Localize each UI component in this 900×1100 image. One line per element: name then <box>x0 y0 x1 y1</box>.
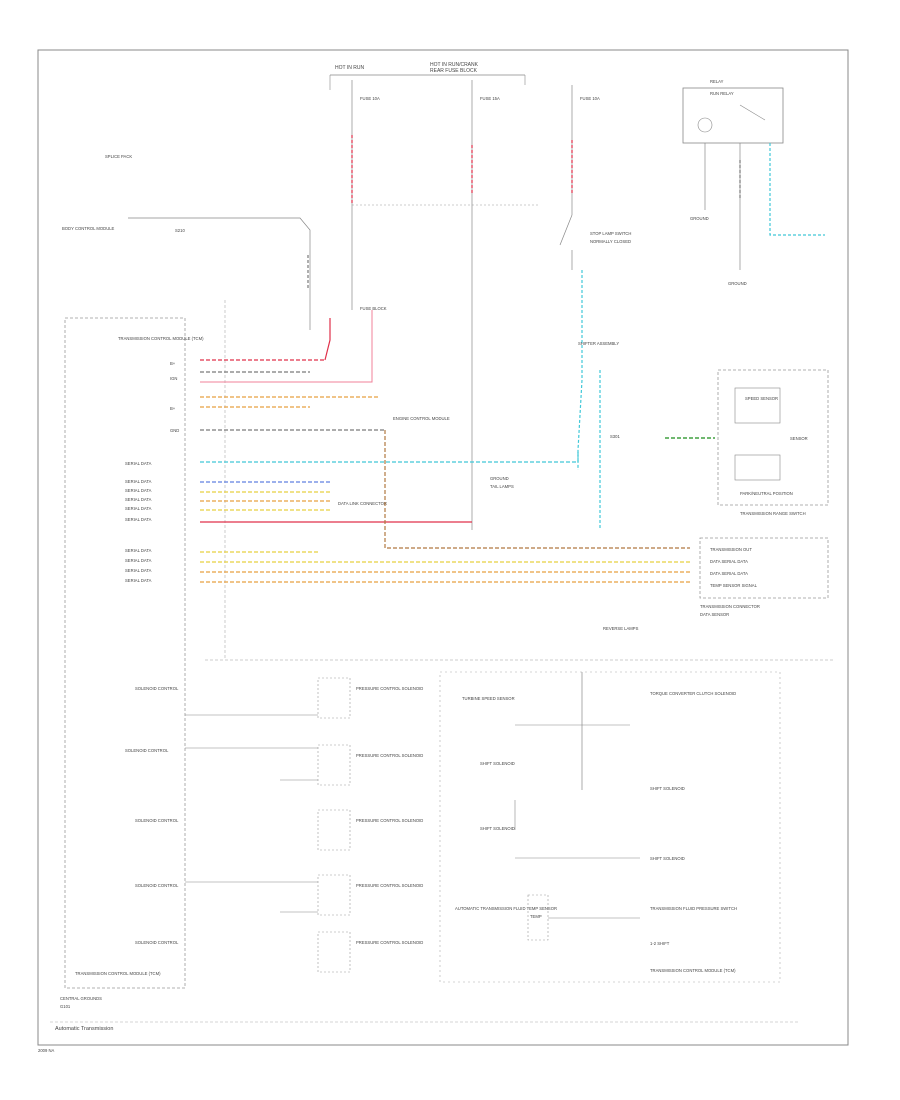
solenoid-control: SOLENOID CONTROL <box>125 748 169 753</box>
tcm-title: TRANSMISSION CONTROL MODULE (TCM) <box>118 336 204 341</box>
shifter-label: SHIFTER ASSEMBLY <box>578 341 619 346</box>
wire-bundle: ENGINE CONTROL MODULE DATA LINK CONNECTO… <box>200 310 715 583</box>
footer-page: 2009 NA <box>38 1048 55 1053</box>
tcm-pin: SERIAL DATA <box>125 568 152 573</box>
tcm-pin: SERIAL DATA <box>125 558 152 563</box>
solenoid-label: PRESSURE CONTROL SOLENOID <box>356 940 423 945</box>
tcm-footer-b: G101 <box>60 1004 71 1009</box>
tcm-pin: B+ <box>170 406 176 411</box>
solenoid-label: PRESSURE CONTROL SOLENOID <box>356 753 423 758</box>
sensor-caption: TRANSMISSION RANGE SWITCH <box>740 511 806 516</box>
tcm-pin: SERIAL DATA <box>125 506 152 511</box>
solenoid-label: PRESSURE CONTROL SOLENOID <box>356 686 423 691</box>
connector-title: TRANSMISSION CONNECTOR <box>700 604 760 609</box>
tcm-pin: GND <box>170 428 179 433</box>
tcm-pin: B+ <box>170 361 176 366</box>
sensor-title: SPEED SENSOR <box>745 396 778 401</box>
tcm-pin: IGN <box>170 376 177 381</box>
tcm-right-title: TRANSMISSION CONTROL MODULE (TCM) <box>650 968 736 973</box>
tcm-pin: SERIAL DATA <box>125 578 152 583</box>
connector-row: DATA SERIAL DATA <box>710 559 748 564</box>
wire-pink <box>200 310 373 383</box>
tcm-pin: SERIAL DATA <box>125 488 152 493</box>
relay: RELAY RUN RELAY GROUND GROUND <box>682 79 825 286</box>
sensor-right: TRANSMISSION FLUID PRESSURE SWITCH <box>650 906 737 911</box>
left-source: SPLICE PACK BODY CONTROL MODULE S210 <box>62 154 311 330</box>
sensor-right: TORQUE CONVERTER CLUTCH SOLENOID <box>650 691 736 696</box>
relay-title: RELAY <box>710 79 724 84</box>
tcm-pin: SERIAL DATA <box>125 461 152 466</box>
ground-left-label: GROUND <box>690 216 709 221</box>
tcm-module: TRANSMISSION CONTROL MODULE (TCM) TRANSM… <box>60 300 226 1009</box>
sensor-right: SHIFT SOLENOID <box>650 856 685 861</box>
wire-red <box>324 318 331 361</box>
solenoid-control: SOLENOID CONTROL <box>135 883 179 888</box>
tcm-pin: SERIAL DATA <box>125 497 152 502</box>
sensor-right: SHIFT SOLENOID <box>650 786 685 791</box>
left-source-label: BODY CONTROL MODULE <box>62 226 115 231</box>
footer: Automatic Transmission 2009 NA <box>38 1021 800 1053</box>
connector-row: TEMP SENSOR SIGNAL <box>710 583 758 588</box>
tcm-pin: SERIAL DATA <box>125 548 152 553</box>
footer-title: Automatic Transmission <box>55 1026 113 1032</box>
solenoid-control: SOLENOID CONTROL <box>135 940 179 945</box>
sensor-left: SHIFT SOLENOID <box>480 826 515 831</box>
splice-right: S301 <box>610 434 620 439</box>
ground-note: GROUND <box>490 476 509 481</box>
relay-sub: RUN RELAY <box>710 91 734 96</box>
transmission-connector: TRANSMISSION OUT DATA SERIAL DATA DATA S… <box>603 537 829 631</box>
ecm-note: ENGINE CONTROL MODULE <box>393 416 450 421</box>
connector-row: TRANSMISSION OUT <box>710 547 752 552</box>
splice-pack-note: SPLICE PACK <box>105 154 132 159</box>
tcm-footer-a: CENTRAL GROUNDS <box>60 996 102 1001</box>
solenoid-label: PRESSURE CONTROL SOLENOID <box>356 818 423 823</box>
tail-note: TAIL LAMPS <box>490 484 514 489</box>
speed-sensor: SPEED SENSOR SENSOR PARK/NEUTRAL POSITIO… <box>717 369 829 516</box>
solenoid-control: SOLENOID CONTROL <box>135 818 179 823</box>
connector-sub: DATA SENSOR <box>700 612 729 617</box>
center-feed-label: HOT IN RUN/CRANK <box>430 62 479 68</box>
lower-sensors: TURBINE SPEED SENSOR SHIFT SOLENOID SHIF… <box>439 671 781 983</box>
reverse-note: 1-2 SHIFT <box>650 941 670 946</box>
lower-solenoids: PRESSURE CONTROL SOLENOID PRESSURE CONTR… <box>125 677 423 973</box>
sensor-left: AUTOMATIC TRANSMISSION FLUID TEMP SENSOR <box>455 906 557 911</box>
tcm-bottom-title: TRANSMISSION CONTROL MODULE (TCM) <box>75 971 161 976</box>
tcm-pins-mid: SERIAL DATA SERIAL DATA SERIAL DATA SERI… <box>125 461 152 522</box>
fuse-block-label: FUSE BLOCK <box>360 306 387 311</box>
fuse-runs: FUSE 10A FUSE 15A FUSE 10A FUSE BLOCK <box>351 80 600 530</box>
tcm-pins-low: SERIAL DATA SERIAL DATA SERIAL DATA SERI… <box>125 548 152 583</box>
top-feed-bar: HOT IN RUN HOT IN RUN/CRANK REAR FUSE BL… <box>329 62 526 90</box>
tcm-pins-top: B+ IGN B+ GND <box>170 361 179 433</box>
solenoid-control: SOLENOID CONTROL <box>135 686 179 691</box>
sensor-box-label: SENSOR <box>790 436 808 441</box>
fuse-b-label: FUSE 15A <box>480 96 500 101</box>
wire-cyan <box>200 450 579 463</box>
wire-brown <box>384 430 690 549</box>
tcm-pin: SERIAL DATA <box>125 517 152 522</box>
solenoid-label: PRESSURE CONTROL SOLENOID <box>356 883 423 888</box>
stop-lamp-label: STOP LAMP SWITCH <box>590 231 631 236</box>
center-feed-sub: REAR FUSE BLOCK <box>430 68 478 74</box>
sensor-left: TURBINE SPEED SENSOR <box>462 696 515 701</box>
ground-right-label: GROUND <box>728 281 747 286</box>
fuse-a-label: FUSE 10A <box>360 96 380 101</box>
stop-lamp-sub: NORMALLY CLOSED <box>590 239 631 244</box>
splice-left: S210 <box>175 228 185 233</box>
data-link-label: DATA LINK CONNECTOR <box>338 501 387 506</box>
temp-sensor-label: TEMP <box>530 914 542 919</box>
diagram-frame <box>37 49 849 1046</box>
tcm-pin: SERIAL DATA <box>125 479 152 484</box>
sensor-left: SHIFT SOLENOID <box>480 761 515 766</box>
sensor-sub: PARK/NEUTRAL POSITION <box>740 491 793 496</box>
stop-lamp-switch: STOP LAMP SWITCH NORMALLY CLOSED SHIFTER… <box>559 214 631 530</box>
reverse-lamp: REVERSE LAMPS <box>603 626 639 631</box>
left-feed-label: HOT IN RUN <box>335 65 364 71</box>
fuse-c-label: FUSE 10A <box>580 96 600 101</box>
connector-row: DATA SERIAL DATA <box>710 571 748 576</box>
